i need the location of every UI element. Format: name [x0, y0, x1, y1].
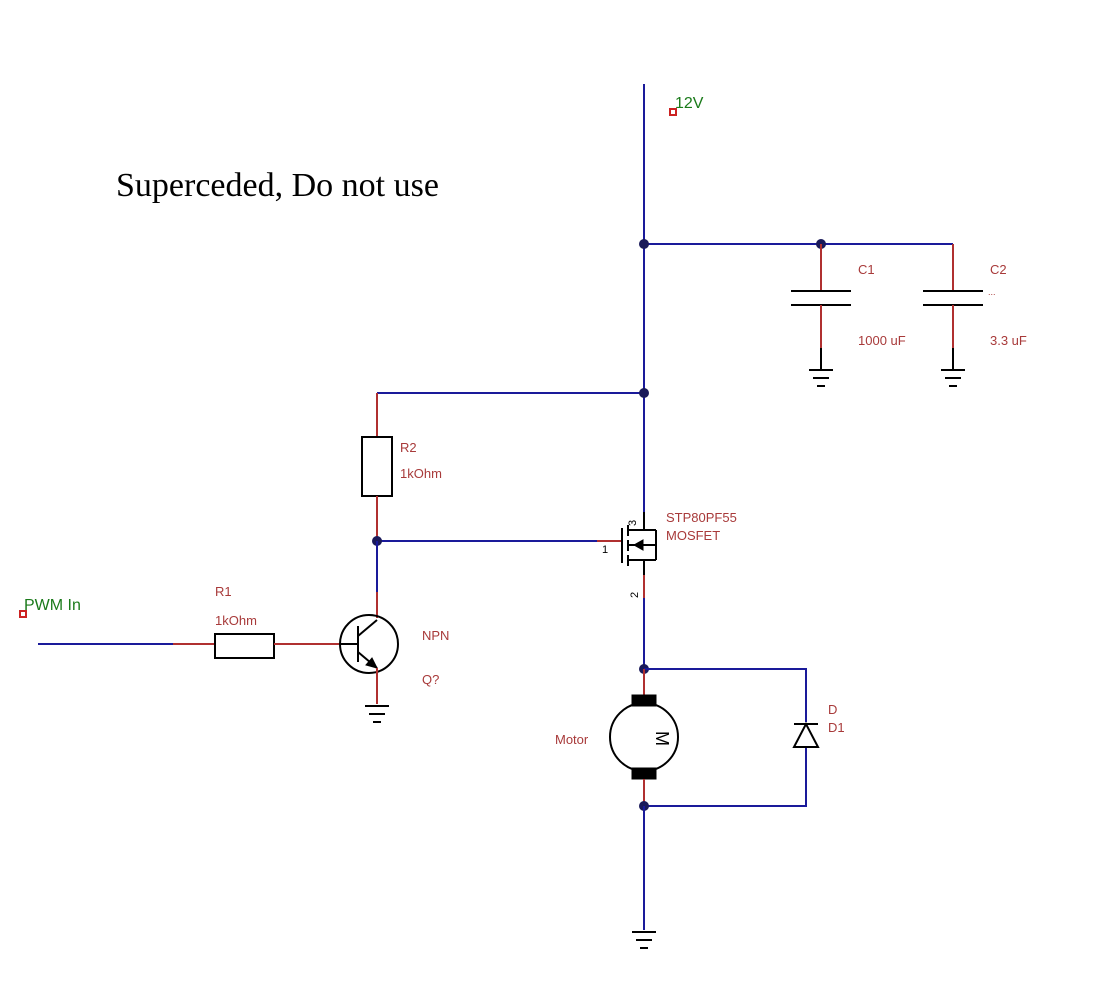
- resistor-r2: [361, 393, 393, 541]
- motor-symbol: [609, 669, 679, 806]
- supply-net-label: 12V: [675, 95, 704, 112]
- c1-value-label: 1000 uF: [858, 333, 906, 348]
- r1-ref-label: R1: [215, 584, 232, 599]
- diode-ref-label: D1: [828, 720, 845, 735]
- diode-top-wire: [644, 668, 807, 722]
- c2-value-label: 3.3 uF: [990, 333, 1027, 348]
- junction-r2-top: [639, 388, 649, 398]
- supply-port-icon: [669, 108, 677, 116]
- mosfet-symbol: [597, 512, 657, 598]
- diode-bottom-wire: [644, 748, 807, 807]
- c2-ref-label: C2: [990, 262, 1007, 277]
- capacitor-c1: [791, 244, 851, 387]
- r2-ref-label: R2: [400, 440, 417, 455]
- mosfet-pin-drain: 2: [629, 592, 641, 598]
- ground-icon: [632, 931, 656, 949]
- capacitor-c2: [923, 244, 983, 387]
- resistor-r1: [173, 633, 340, 659]
- ground-icon: [365, 705, 389, 723]
- pwm-port-icon: [19, 610, 27, 618]
- c2-extra-label: ...: [988, 287, 996, 297]
- pwm-net-label: PWM In: [24, 597, 81, 614]
- mosfet-type-label: MOSFET: [666, 528, 720, 543]
- motor-label: Motor: [555, 732, 589, 747]
- r1-value-label: 1kOhm: [215, 613, 257, 628]
- motor-m-letter: M: [652, 731, 672, 746]
- diode-type-label: D: [828, 702, 837, 717]
- junction-cap-bus: [639, 239, 649, 249]
- mosfet-part-label: STP80PF55: [666, 510, 737, 525]
- c1-ref-label: C1: [858, 262, 875, 277]
- superseded-note: Superceded, Do not use: [116, 167, 439, 204]
- mosfet-pin-gate: 1: [602, 544, 608, 556]
- diode-symbol: [792, 721, 820, 748]
- npn-ref-label: Q?: [422, 672, 439, 687]
- mosfet-pin-source: 3: [627, 520, 639, 526]
- r2-value-label: 1kOhm: [400, 466, 442, 481]
- npn-transistor-symbol: [339, 592, 399, 704]
- npn-type-label: NPN: [422, 628, 449, 643]
